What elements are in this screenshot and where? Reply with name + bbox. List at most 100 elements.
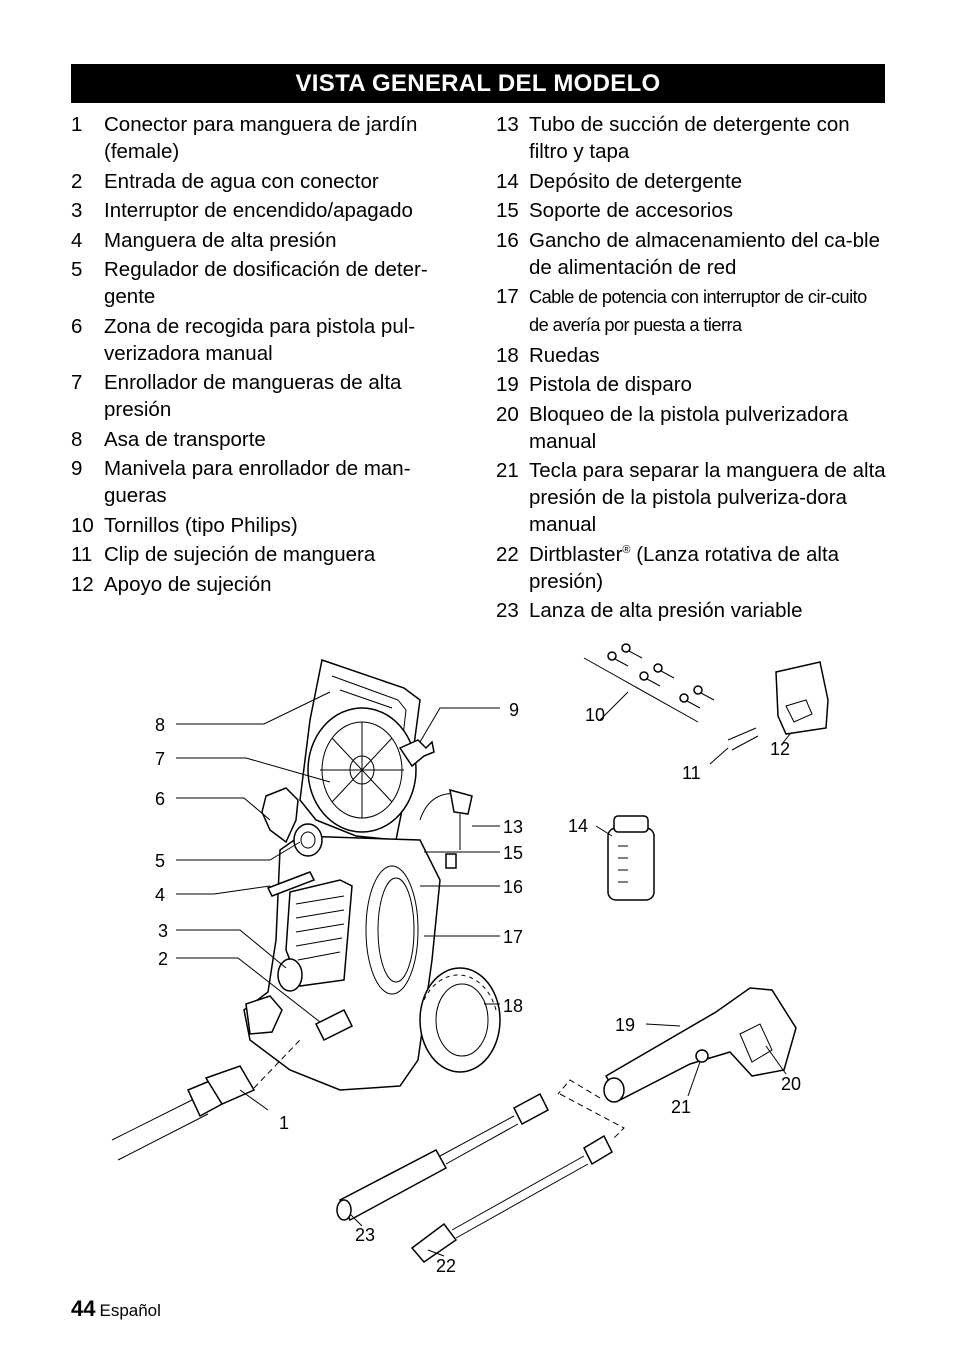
- item-text: Tornillos (tipo Philips): [104, 513, 298, 537]
- list-item: 3 Interruptor de encendido/apagado: [71, 197, 471, 224]
- language-label: Español: [99, 1301, 161, 1320]
- list-item: 8 Asa de transporte: [71, 426, 471, 453]
- item-text-rest: (Lanza rotativa de alta presión): [529, 542, 840, 593]
- item-number: 8: [71, 427, 83, 451]
- label-6: 6: [155, 789, 165, 809]
- list-item: 10 Tornillos (tipo Philips): [71, 512, 471, 539]
- item-number: 4: [71, 228, 83, 252]
- screws-illustration: [583, 643, 715, 723]
- item-number: 9: [71, 457, 83, 480]
- item-number: 3: [71, 199, 83, 222]
- list-item: 7 Enrollador de mangueras de alta presión: [71, 369, 471, 423]
- list-item: 20 Bloqueo de la pistola pulverizadora ma…: [496, 401, 888, 455]
- label-5: 5: [155, 851, 165, 871]
- item-text: Lanza de alta presión variable: [529, 599, 803, 622]
- label-3: 3: [158, 921, 168, 941]
- item-text: Ruedas: [529, 343, 600, 367]
- item-text: Pistola de disparo: [529, 373, 692, 396]
- item-text: Conector para manguera de jardín (female…: [104, 113, 418, 163]
- section-title: VISTA GENERAL DEL MODELO: [71, 64, 885, 103]
- item-text: Zona de recogida para pistola pul-veriza…: [104, 314, 416, 365]
- list-item: 4 Manguera de alta presión: [71, 227, 471, 254]
- item-number: 19: [496, 373, 519, 396]
- label-14: 14: [568, 816, 588, 836]
- item-number: 12: [71, 572, 94, 596]
- list-item: 16 Gancho de almacenamiento del ca-ble de…: [496, 227, 888, 281]
- trigger-gun-illustration: [557, 987, 797, 1103]
- list-item: 13 Tubo de succión de detergente con filt…: [496, 111, 888, 165]
- label-15: 15: [503, 843, 523, 863]
- item-number: 13: [496, 113, 519, 136]
- item-number: 5: [71, 258, 83, 281]
- label-22: 22: [436, 1256, 456, 1276]
- page-number: 44: [71, 1296, 96, 1321]
- pressure-washer-illustration: [111, 659, 501, 1161]
- item-number: 20: [496, 402, 519, 426]
- dirtblaster-illustration: [410, 1093, 625, 1263]
- item-text: Enrollador de mangueras de alta presión: [104, 371, 402, 421]
- item-number: 10: [71, 513, 94, 537]
- label-7: 7: [155, 749, 165, 769]
- item-text: Manguera de alta presión: [104, 228, 337, 252]
- label-10: 10: [585, 705, 605, 725]
- item-number: 23: [496, 599, 519, 622]
- label-12: 12: [770, 739, 790, 759]
- label-11: 11: [682, 763, 701, 783]
- list-item: 2 Entrada de agua con conector: [71, 168, 471, 195]
- label-9: 9: [509, 700, 519, 720]
- item-text: Depósito de detergente: [529, 169, 743, 193]
- list-item: 23 Lanza de alta presión variable: [496, 597, 888, 624]
- label-23: 23: [355, 1225, 375, 1245]
- label-19: 19: [615, 1015, 635, 1035]
- label-1: 1: [279, 1113, 289, 1133]
- label-8: 8: [155, 715, 165, 735]
- item-number: 14: [496, 169, 519, 193]
- item-text: Regulador de dosificación de deter-gente: [104, 258, 428, 308]
- item-text: Soporte de accesorios: [529, 199, 733, 222]
- clip-and-support-illustration: [727, 661, 829, 751]
- list-item: 18 Ruedas: [496, 342, 888, 369]
- label-4: 4: [155, 885, 165, 905]
- item-text: Cable de potencia con interruptor de cir…: [529, 287, 867, 335]
- item-text: Dirtblaster® (Lanza rotativa de alta pre…: [529, 543, 839, 593]
- label-18: 18: [503, 996, 523, 1016]
- list-item: 21 Tecla para separar la manguera de alta…: [496, 457, 888, 538]
- item-text: Asa de transporte: [104, 427, 266, 451]
- item-number: 7: [71, 371, 83, 394]
- item-text: Apoyo de sujeción: [104, 572, 272, 596]
- item-text: Tecla para separar la manguera de alta p…: [529, 459, 886, 536]
- item-text: Interruptor de encendido/apagado: [104, 199, 413, 222]
- label-13: 13: [503, 817, 523, 837]
- variable-lance-illustration: [336, 1092, 549, 1222]
- item-text: Gancho de almacenamiento del ca-ble de a…: [529, 228, 880, 279]
- list-item: 14 Depósito de detergente: [496, 168, 888, 195]
- list-item: 12 Apoyo de sujeción: [71, 571, 471, 598]
- label-16: 16: [503, 877, 523, 897]
- label-17: 17: [503, 927, 523, 947]
- item-number: 16: [496, 228, 519, 252]
- list-item: 19 Pistola de disparo: [496, 371, 888, 398]
- item-text: Bloqueo de la pistola pulverizadora manu…: [529, 402, 849, 453]
- list-item: 5 Regulador de dosificación de deter-gent…: [71, 256, 471, 310]
- item-text: Tubo de succión de detergente con filtro…: [529, 113, 850, 163]
- item-number: 2: [71, 169, 83, 193]
- label-21: 21: [671, 1097, 691, 1117]
- item-number: 17: [496, 285, 519, 308]
- leader-lines: [176, 691, 791, 1257]
- item-text: Entrada de agua con conector: [104, 169, 379, 193]
- section-title-text: VISTA GENERAL DEL MODELO: [295, 69, 661, 97]
- item-number: 21: [496, 459, 519, 482]
- parts-list-right: 13 Tubo de succión de detergente con filt…: [496, 111, 888, 627]
- item-number: 18: [496, 343, 519, 367]
- label-20: 20: [781, 1074, 801, 1094]
- registered-mark: ®: [622, 543, 631, 556]
- item-text: Clip de sujeción de manguera: [104, 543, 376, 566]
